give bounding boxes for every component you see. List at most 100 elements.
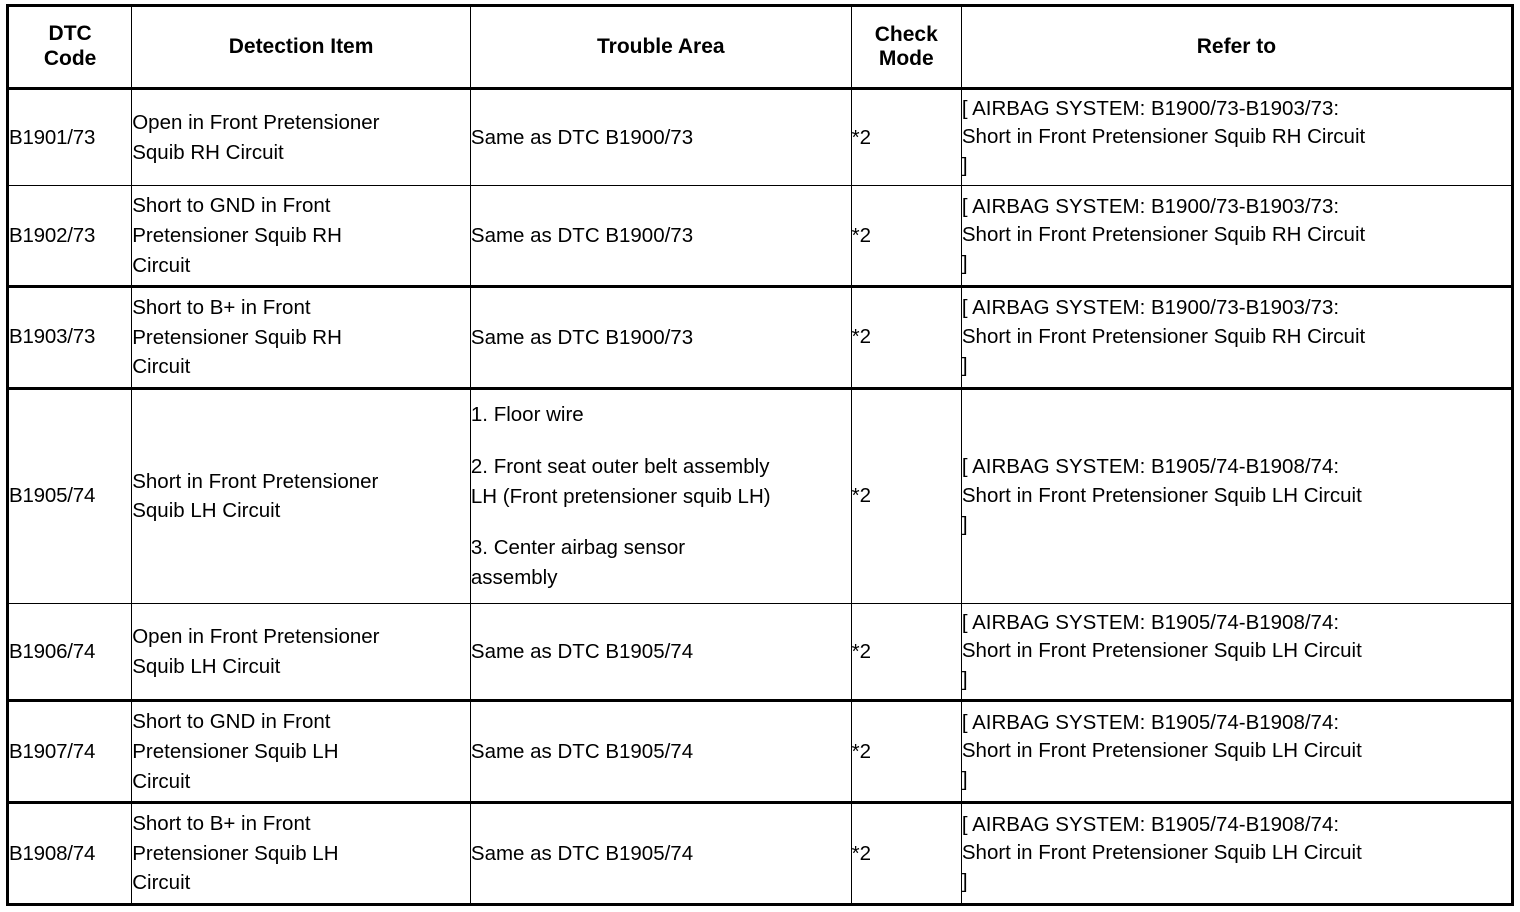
detection-item-line: Circuit	[132, 769, 191, 793]
cell-dtc-code: B1901/73	[6, 87, 133, 187]
detection-item-line: Circuit	[132, 355, 191, 379]
refer-to-reference[interactable]: [ AIRBAG SYSTEM: B1905/74-B1908/74:Short…	[962, 709, 1511, 795]
trouble-area-line: Same as DTC B1900/73	[470, 125, 694, 149]
cell-check-mode: *2	[850, 700, 962, 804]
cell-trouble-area: Same as DTC B1905/74	[469, 602, 852, 703]
cell-trouble-area: 1. Floor wire 2. Front seat outer belt as…	[469, 386, 852, 604]
trouble-area-list-item-line: assembly	[470, 565, 558, 589]
detection-item-line: Short to GND in Front	[132, 710, 331, 734]
detection-item-line: Open in Front Pretensioner	[132, 624, 380, 648]
refer-to-line: ]	[961, 353, 968, 377]
detection-item-line: Squib LH Circuit	[132, 499, 281, 523]
cell-refer-to[interactable]: [ AIRBAG SYSTEM: B1905/74-B1908/74: Short…	[960, 602, 1514, 703]
refer-to-reference[interactable]: [ AIRBAG SYSTEM: B1900/73-B1903/73: Short…	[962, 294, 1511, 380]
trouble-area-list-item: 1. Floor wire	[471, 400, 851, 430]
refer-to-reference[interactable]: [ AIRBAG SYSTEM: B1900/73-B1903/73: Short…	[962, 193, 1511, 279]
cell-dtc-code: B1908/74	[6, 801, 133, 905]
cell-check-mode: *2	[850, 602, 962, 703]
column-header-detection-item: Detection Item	[131, 5, 471, 90]
trouble-area-lines: Same as DTC B1900/73	[471, 221, 851, 251]
cell-refer-to[interactable]: [ AIRBAG SYSTEM: B1905/74-B1908/74:Short…	[960, 801, 1514, 905]
cell-refer-to[interactable]: [ AIRBAG SYSTEM: B1900/73-B1903/73: Short…	[960, 285, 1514, 389]
cell-check-mode: *2	[850, 801, 962, 905]
cell-refer-to[interactable]: [ AIRBAG SYSTEM: B1900/73-B1903/73: Short…	[960, 185, 1514, 288]
cell-trouble-area: Same as DTC B1900/73	[469, 185, 852, 288]
cell-dtc-code: B1906/74	[6, 602, 133, 703]
refer-to-line: ]	[961, 768, 968, 792]
refer-to-line: [ AIRBAG SYSTEM: B1905/74-B1908/74:	[961, 812, 1340, 836]
detection-item-line: Short to B+ in Front	[132, 811, 311, 835]
cell-refer-to[interactable]: [ AIRBAG SYSTEM: B1905/74-B1908/74:Short…	[960, 700, 1514, 804]
cell-trouble-area: Same as DTC B1900/73	[469, 285, 852, 389]
cell-trouble-area: Same as DTC B1905/74	[469, 700, 852, 804]
refer-to-line: ]	[961, 252, 968, 276]
cell-refer-to[interactable]: [ AIRBAG SYSTEM: B1900/73-B1903/73:Short…	[960, 87, 1514, 187]
refer-to-line: [ AIRBAG SYSTEM: B1900/73-B1903/73:	[961, 296, 1340, 320]
refer-to-line: Short in Front Pretensioner Squib LH Cir…	[961, 484, 1362, 508]
table-header-row: DTC Code Detection Item Trouble Area Che…	[6, 5, 1514, 90]
refer-to-reference[interactable]: [ AIRBAG SYSTEM: B1905/74-B1908/74:Short…	[962, 453, 1511, 539]
trouble-area-list-item: 2. Front seat outer belt assembly LH (Fro…	[471, 452, 851, 511]
refer-to-reference[interactable]: [ AIRBAG SYSTEM: B1900/73-B1903/73:Short…	[962, 95, 1511, 181]
refer-to-reference[interactable]: [ AIRBAG SYSTEM: B1905/74-B1908/74:Short…	[962, 811, 1511, 897]
column-header-dtc-code: DTC Code	[6, 5, 133, 90]
trouble-area-lines: Same as DTC B1905/74	[471, 637, 851, 667]
detection-item-line: Squib LH Circuit	[132, 654, 281, 678]
trouble-area-line: Same as DTC B1905/74	[470, 739, 694, 763]
trouble-area-lines: Same as DTC B1900/73	[471, 123, 851, 153]
trouble-area-list-item-line: 3. Center airbag sensor	[470, 536, 686, 560]
column-header-check-mode-line2: Mode	[878, 47, 934, 70]
detection-item-line: Pretensioner Squib LH	[132, 841, 339, 865]
detection-item-line: Pretensioner Squib LH	[132, 739, 339, 763]
cell-refer-to[interactable]: [ AIRBAG SYSTEM: B1905/74-B1908/74:Short…	[960, 386, 1514, 604]
cell-trouble-area: Same as DTC B1905/74	[469, 801, 852, 905]
column-header-check-mode: Check Mode	[850, 5, 962, 90]
cell-trouble-area: Same as DTC B1900/73	[469, 87, 852, 187]
column-header-trouble-area: Trouble Area	[469, 5, 852, 90]
refer-to-line: [ AIRBAG SYSTEM: B1900/73-B1903/73:	[961, 194, 1340, 218]
column-header-check-mode-line1: Check	[874, 22, 938, 46]
trouble-area-list-item-line: 1. Floor wire	[470, 403, 584, 427]
column-header-dtc-code-line1: DTC	[48, 22, 92, 46]
trouble-area-line: Same as DTC B1900/73	[470, 325, 694, 349]
refer-to-reference[interactable]: [ AIRBAG SYSTEM: B1905/74-B1908/74: Short…	[962, 609, 1511, 695]
refer-to-line: Short in Front Pretensioner Squib LH Cir…	[961, 639, 1362, 663]
refer-to-line: Short in Front Pretensioner Squib RH Cir…	[961, 325, 1366, 349]
refer-to-line: [ AIRBAG SYSTEM: B1905/74-B1908/74:	[961, 710, 1340, 734]
refer-to-line: ]	[961, 869, 968, 893]
detection-item-line: Circuit	[132, 253, 191, 277]
dtc-diagnostic-table: DTC Code Detection Item Trouble Area Che…	[6, 4, 1514, 906]
cell-dtc-code: B1905/74	[6, 386, 133, 604]
trouble-area-line: Same as DTC B1905/74	[470, 841, 694, 865]
column-header-refer-to: Refer to	[960, 5, 1514, 90]
trouble-area-list-item-line: 2. Front seat outer belt assembly	[470, 454, 770, 478]
trouble-area-list-item-line: LH (Front pretensioner squib LH)	[470, 484, 771, 508]
detection-item-line: Circuit	[132, 871, 191, 895]
cell-check-mode: *2	[850, 87, 962, 187]
refer-to-line: [ AIRBAG SYSTEM: B1905/74-B1908/74:	[961, 610, 1340, 634]
detection-item-line: Squib RH Circuit	[132, 140, 284, 164]
cell-dtc-code: B1903/73	[6, 285, 133, 389]
cell-dtc-code: B1902/73	[6, 185, 133, 288]
detection-item-line: Short to B+ in Front	[132, 295, 311, 319]
trouble-area-list-item: 3. Center airbag sensor assembly	[471, 533, 851, 592]
cell-check-mode: *2	[850, 185, 962, 288]
detection-item-line: Short to GND in Front	[132, 194, 331, 218]
trouble-area-list: 1. Floor wire 2. Front seat outer belt as…	[471, 400, 851, 593]
refer-to-line: Short in Front Pretensioner Squib RH Cir…	[961, 223, 1366, 247]
